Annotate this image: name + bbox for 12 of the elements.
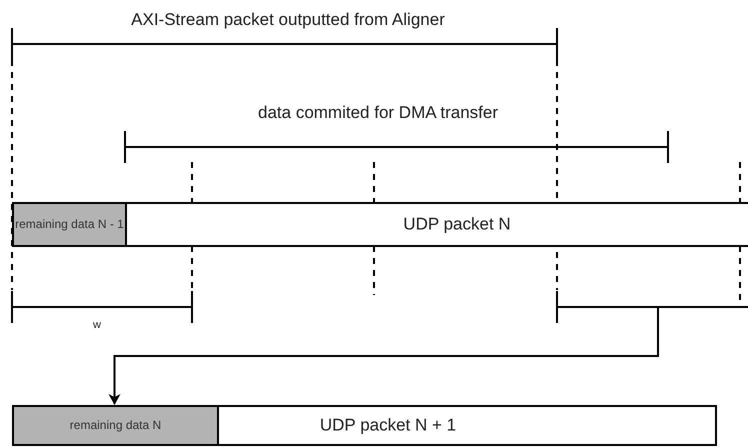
remaining-data-label: remaining data N	[70, 418, 162, 432]
dimension-label: AXI-Stream packet outputted from Aligner	[131, 10, 445, 30]
packet-band	[12, 202, 748, 247]
remaining-data-box	[14, 407, 219, 444]
arrow	[108, 307, 659, 405]
dimension-label: data commited for DMA transfer	[258, 103, 498, 123]
dimension-label: w	[93, 319, 101, 331]
remaining-data-label: remaining data N - 1	[15, 218, 124, 232]
packet-band	[12, 405, 717, 446]
remaining-data-box	[14, 204, 127, 245]
packet-label: UDP packet N	[403, 216, 511, 234]
packet-label: UDP packet N + 1	[320, 416, 456, 436]
